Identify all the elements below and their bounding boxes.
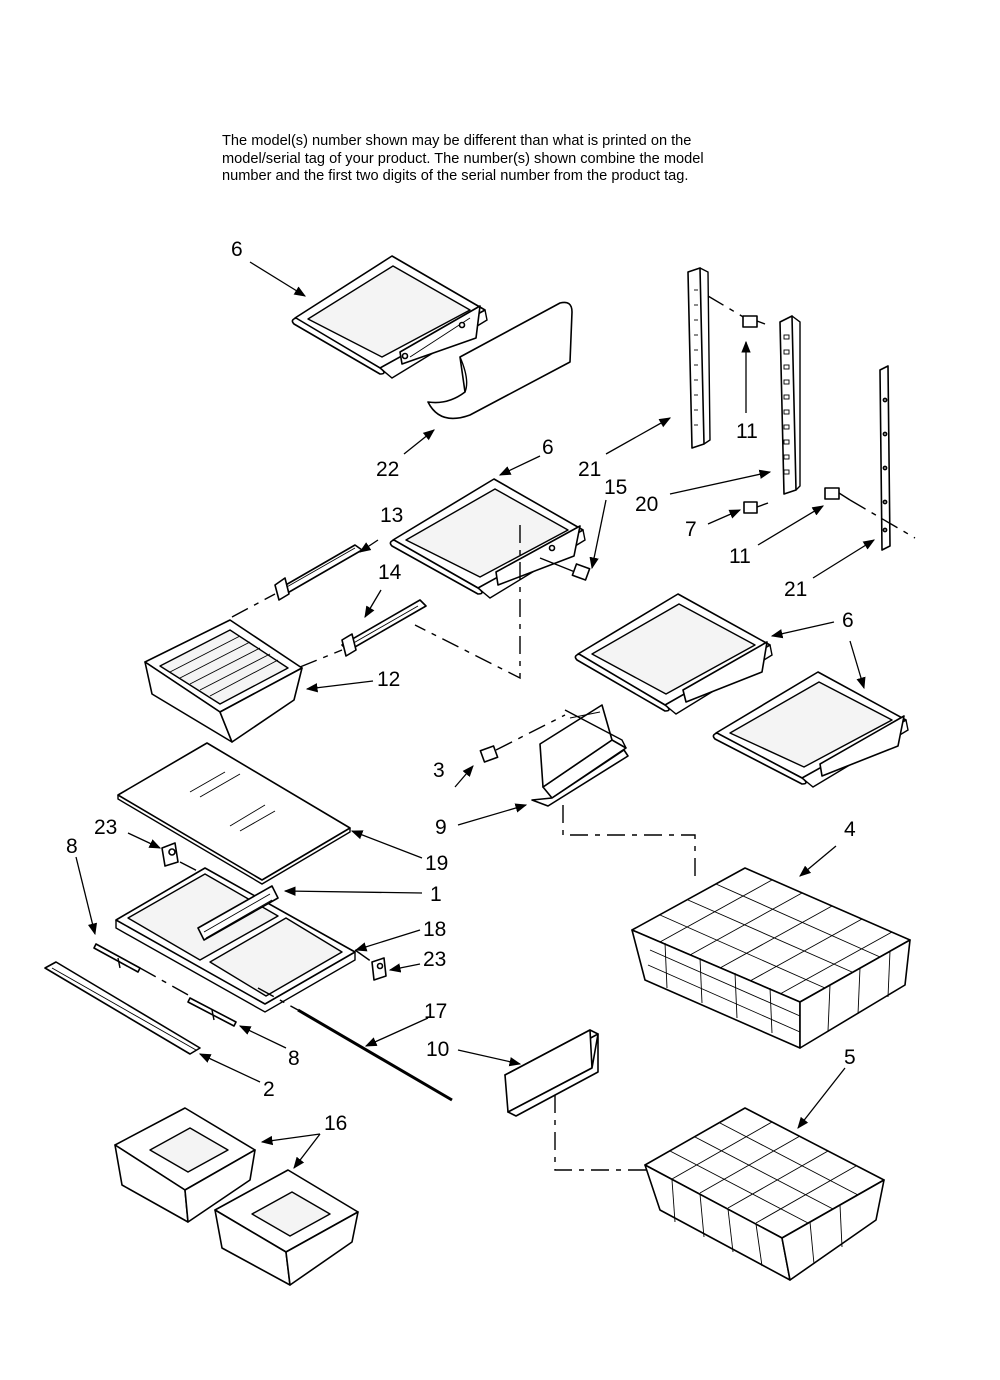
part-23-clip-lower — [354, 949, 387, 981]
callout-12: 12 — [377, 668, 400, 691]
callout-6-lower: 6 — [842, 609, 854, 632]
notice-line-1: The model(s) number shown may be differe… — [222, 133, 692, 149]
part-6-shelf-top — [291, 255, 488, 379]
basket-5-wires — [669, 1121, 859, 1267]
assembly-line-13 — [231, 593, 276, 618]
model-number-notice: The model(s) number shown may be differe… — [222, 133, 822, 186]
part-14-slide-rail — [341, 599, 427, 657]
callout-7: 7 — [685, 518, 697, 541]
part-6-shelf-lower-right — [712, 671, 909, 788]
basket-4-wires — [647, 879, 893, 1034]
callout-9: 9 — [435, 816, 447, 839]
callout-8-left: 8 — [66, 835, 78, 858]
part-16-bin-left — [114, 1107, 256, 1223]
part-21-rail-right — [849, 365, 916, 551]
callout-11-lower: 11 — [729, 545, 751, 568]
part-11-screw-lower — [824, 487, 851, 501]
callout-21-left: 21 — [578, 458, 601, 481]
part-17-rod — [257, 987, 453, 1102]
part-7-screw — [743, 501, 769, 514]
callout-11-upper: 11 — [736, 420, 758, 443]
part-6-shelf-lower-left — [574, 593, 773, 715]
callout-22: 22 — [376, 458, 399, 481]
part-16-bin-right — [214, 1169, 359, 1286]
callout-2: 2 — [263, 1078, 275, 1101]
part-22-trim-cover — [427, 301, 573, 420]
callout-15: 15 — [604, 476, 627, 499]
callout-3: 3 — [433, 759, 445, 782]
part-8-slide-left — [93, 943, 191, 997]
part-19-glass-shelf — [117, 742, 351, 885]
part-6-shelf-middle — [389, 478, 586, 599]
crisper-grid — [169, 635, 279, 697]
rail-slots-left — [694, 289, 698, 426]
callout-6-top: 6 — [231, 238, 243, 261]
callout-14: 14 — [378, 561, 402, 584]
callout-23-upper: 23 — [94, 816, 117, 839]
assembly-line-14 — [299, 649, 343, 668]
callout-leaders — [75, 261, 875, 1169]
part-20-rail-center — [779, 315, 801, 495]
callout-numbers: 6 22 6 15 21 11 20 7 11 21 13 14 12 6 3 … — [66, 238, 856, 1135]
callout-23-lower: 23 — [423, 948, 446, 971]
callout-13: 13 — [380, 504, 403, 527]
callout-20: 20 — [635, 493, 658, 516]
part-3-screw — [479, 714, 566, 763]
part-5-wire-basket — [644, 1107, 885, 1281]
callout-18: 18 — [423, 918, 446, 941]
part-4-wire-basket — [631, 867, 911, 1049]
callout-17: 17 — [424, 1000, 447, 1023]
callout-5: 5 — [844, 1046, 856, 1069]
part-9-bracket — [531, 704, 696, 880]
callout-8-right: 8 — [288, 1047, 300, 1070]
callout-6-middle: 6 — [542, 436, 554, 459]
callout-1: 1 — [430, 883, 442, 906]
notice-line-3: number and the first two digits of the s… — [222, 168, 689, 184]
part-21-rail-left — [687, 267, 746, 449]
part-8-slide-right — [187, 997, 237, 1027]
callout-21-right: 21 — [784, 578, 807, 601]
part-15-screw — [539, 557, 591, 581]
part-2-trim-strip — [44, 961, 201, 1055]
part-10-divider — [504, 1029, 695, 1171]
callout-19: 19 — [425, 852, 448, 875]
part-11-screw-upper — [742, 315, 766, 328]
callout-16: 16 — [324, 1112, 347, 1135]
rail-slots-center — [783, 334, 790, 475]
callout-4: 4 — [844, 818, 856, 841]
part-1-18-drawer-frame — [115, 867, 356, 1013]
part-13-slide-rail — [274, 544, 363, 601]
notice-line-2: model/serial tag of your product. The nu… — [222, 150, 704, 167]
part-12-crisper-pan — [144, 619, 303, 743]
assembly-line-shelf — [414, 525, 521, 680]
callout-10: 10 — [426, 1038, 449, 1061]
